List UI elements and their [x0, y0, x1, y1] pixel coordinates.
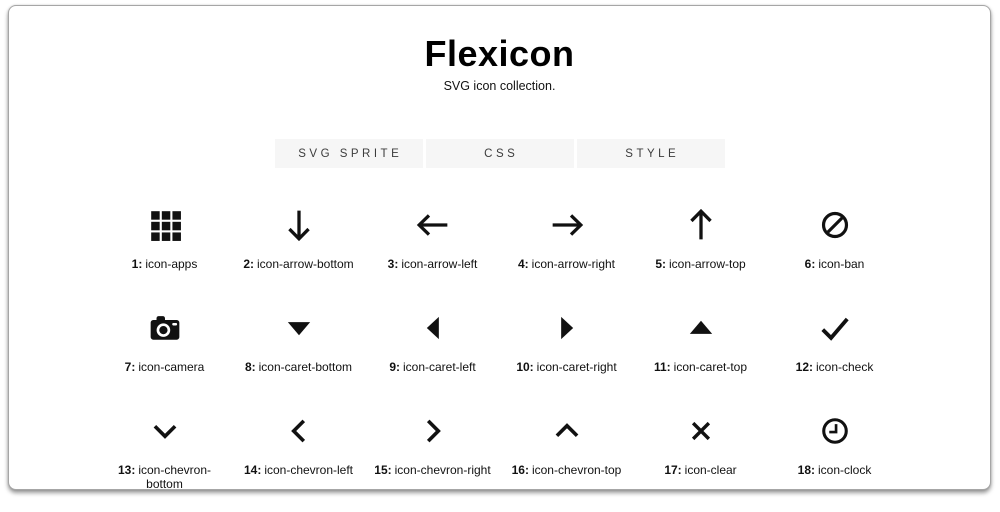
icon-name: icon-arrow-top: [668, 257, 746, 271]
arrow-bottom-icon: [282, 208, 316, 242]
icon-label: 12:icon-check: [796, 360, 874, 374]
clear-icon: [684, 414, 718, 448]
icon-cell: 14:icon-chevron-left: [232, 409, 366, 512]
icon-name: icon-chevron-left: [264, 463, 354, 477]
icon-cell: 4:icon-arrow-right: [500, 203, 634, 306]
icon-cell: 3:icon-arrow-left: [366, 203, 500, 306]
arrow-left-icon: [416, 208, 450, 242]
caret-right-icon: [550, 311, 584, 345]
icon-number: 8:: [244, 360, 256, 374]
icon-cell: 8:icon-caret-bottom: [232, 306, 366, 409]
chevron-right-icon: [416, 414, 450, 448]
icon-name: icon-camera: [138, 360, 205, 374]
icon-name: icon-clock: [817, 463, 872, 477]
icon-label: 9:icon-caret-left: [389, 360, 475, 374]
arrow-top-icon: [684, 208, 718, 242]
icon-number: 18:: [797, 463, 815, 477]
icon-cell: 17:icon-clear: [634, 409, 768, 512]
tab-css[interactable]: CSS: [425, 139, 574, 168]
icon-number: 3:: [387, 257, 399, 271]
apps-icon: [148, 208, 182, 242]
caret-top-icon: [684, 311, 718, 345]
icon-number: 10:: [516, 360, 534, 374]
icon-name: icon-arrow-bottom: [256, 257, 354, 271]
chevron-bottom-icon: [148, 414, 182, 448]
icon-label: 13:icon-chevron-bottom: [104, 463, 226, 491]
clock-icon: [818, 414, 852, 448]
icon-number: 9:: [389, 360, 400, 374]
icon-name: icon-check: [815, 360, 874, 374]
icon-label: 18:icon-clock: [798, 463, 872, 477]
icon-number: 11:: [653, 360, 671, 374]
arrow-right-icon: [550, 208, 584, 242]
main-card: Flexicon SVG icon collection. SVG SPRITE…: [8, 5, 991, 491]
icon-label: 2:icon-arrow-bottom: [243, 257, 353, 271]
icon-name: icon-clear: [684, 463, 737, 477]
icon-cell: 6:icon-ban: [768, 203, 902, 306]
icon-label: 11:icon-caret-top: [654, 360, 747, 374]
icon-number: 1:: [131, 257, 143, 271]
icon-name: icon-apps: [145, 257, 198, 271]
icon-cell: 10:icon-caret-right: [500, 306, 634, 409]
icon-name: icon-ban: [818, 257, 865, 271]
icon-cell: 13:icon-chevron-bottom: [98, 409, 232, 512]
tab-bar: SVG SPRITE CSS STYLE: [9, 139, 990, 168]
icon-number: 13:: [117, 463, 136, 477]
icon-name: icon-arrow-left: [401, 257, 478, 271]
icon-number: 7:: [124, 360, 136, 374]
tab-svg-sprite[interactable]: SVG SPRITE: [274, 139, 423, 168]
icon-cell: 5:icon-arrow-top: [634, 203, 768, 306]
icon-number: 6:: [804, 257, 816, 271]
icon-cell: 7:icon-camera: [98, 306, 232, 409]
icon-cell: 12:icon-check: [768, 306, 902, 409]
icon-number: 12:: [795, 360, 813, 374]
icon-label: 5:icon-arrow-top: [655, 257, 745, 271]
icon-number: 16:: [511, 463, 529, 477]
icon-label: 17:icon-clear: [664, 463, 736, 477]
icon-cell: 15:icon-chevron-right: [366, 409, 500, 512]
icon-cell: 16:icon-chevron-top: [500, 409, 634, 512]
icon-name: icon-caret-right: [536, 360, 617, 374]
check-icon: [818, 311, 852, 345]
icon-cell: 18:icon-clock: [768, 409, 902, 512]
icon-label: 1:icon-apps: [132, 257, 198, 271]
icon-number: 2:: [243, 257, 254, 271]
icon-name: icon-chevron-right: [394, 463, 491, 477]
icon-number: 4:: [517, 257, 529, 271]
tab-style[interactable]: STYLE: [576, 139, 725, 168]
icon-number: 14:: [243, 463, 262, 477]
icon-name: icon-chevron-bottom: [138, 463, 212, 491]
icon-label: 14:icon-chevron-left: [244, 463, 353, 477]
icon-label: 3:icon-arrow-left: [388, 257, 478, 271]
icon-label: 8:icon-caret-bottom: [245, 360, 352, 374]
icon-name: icon-caret-left: [402, 360, 476, 374]
icon-cell: 1:icon-apps: [98, 203, 232, 306]
icon-label: 16:icon-chevron-top: [512, 463, 622, 477]
icon-label: 6:icon-ban: [805, 257, 865, 271]
icon-name: icon-chevron-top: [531, 463, 622, 477]
page-subtitle: SVG icon collection.: [443, 79, 556, 93]
camera-icon: [148, 311, 182, 345]
icon-cell: 2:icon-arrow-bottom: [232, 203, 366, 306]
ban-icon: [818, 208, 852, 242]
icon-name: icon-caret-bottom: [258, 360, 353, 374]
icon-label: 7:icon-camera: [125, 360, 205, 374]
page-title: Flexicon: [424, 33, 575, 74]
icon-label: 4:icon-arrow-right: [518, 257, 615, 271]
icon-cell: 9:icon-caret-left: [366, 306, 500, 409]
caret-left-icon: [416, 311, 450, 345]
icon-cell: 11:icon-caret-top: [634, 306, 768, 409]
icon-number: 15:: [374, 463, 392, 477]
icon-label: 10:icon-caret-right: [516, 360, 616, 374]
icon-name: icon-caret-top: [673, 360, 748, 374]
icon-number: 5:: [655, 257, 666, 271]
caret-bottom-icon: [282, 311, 316, 345]
icon-label: 15:icon-chevron-right: [374, 463, 490, 477]
icon-name: icon-arrow-right: [531, 257, 616, 271]
chevron-top-icon: [550, 414, 584, 448]
icon-number: 17:: [664, 463, 682, 477]
chevron-left-icon: [282, 414, 316, 448]
